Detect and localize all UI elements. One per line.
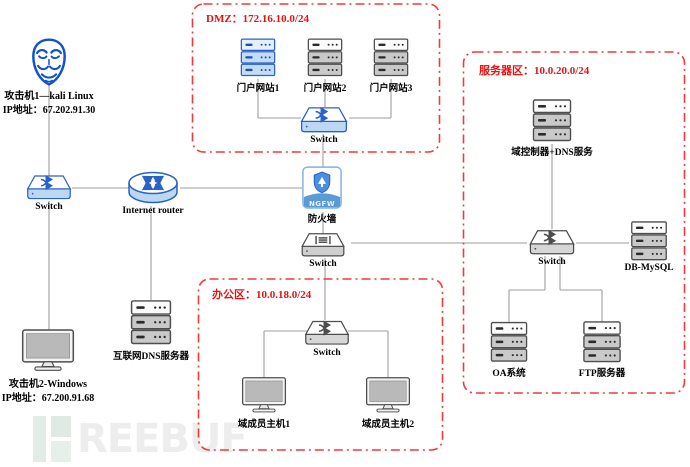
node-oa-system: OA系统 bbox=[490, 321, 528, 379]
node-switch-server-area: Switch bbox=[528, 229, 576, 267]
server-icon bbox=[373, 37, 409, 79]
server-icon bbox=[582, 321, 622, 364]
node-domain-host2: 域成员主机2 bbox=[362, 377, 414, 430]
switch-core-label: Switch bbox=[309, 259, 337, 269]
watermark-logo-squares bbox=[51, 416, 71, 462]
host2-label: 域成员主机2 bbox=[361, 420, 415, 430]
node-internet-dns-server: 互联网DNS服务器 bbox=[113, 299, 189, 362]
server-icon bbox=[532, 99, 572, 143]
connection-lines bbox=[48, 79, 629, 378]
attacker1-label: 攻击机1—kali Linux bbox=[4, 91, 94, 102]
ftp-label: FTP服务器 bbox=[578, 369, 626, 379]
portal1-label: 门户网站1 bbox=[236, 84, 280, 94]
switch-icon bbox=[299, 232, 347, 258]
ngfw-badge: NGFW bbox=[308, 200, 336, 208]
node-ftp-server: FTP服务器 bbox=[579, 321, 625, 379]
zone-server-border bbox=[462, 51, 686, 394]
watermark-logo-bar bbox=[33, 416, 46, 462]
node-internet-router: Internet router bbox=[122, 171, 184, 216]
freebuf-watermark: REEBUF bbox=[33, 416, 248, 462]
switch-left-label: Switch bbox=[35, 202, 63, 212]
db-mysql-label: DB-MySQL bbox=[624, 263, 674, 273]
server-icon bbox=[307, 37, 343, 79]
zone-dmz-label: DMZ：172.16.10.0/24 bbox=[206, 13, 309, 25]
node-switch-core: Switch bbox=[299, 232, 347, 269]
zone-server-label: 服务器区：10.0.20.0/24 bbox=[479, 65, 590, 77]
switch-icon bbox=[528, 229, 576, 256]
node-switch-dmz: Switch bbox=[299, 106, 349, 145]
oa-label: OA系统 bbox=[492, 369, 526, 379]
switch-office-label: Switch bbox=[313, 348, 341, 358]
anonymous-mask-icon bbox=[30, 38, 68, 86]
desktop-icon bbox=[241, 377, 287, 415]
server-icon bbox=[240, 37, 276, 79]
internet-dns-label: 互联网DNS服务器 bbox=[112, 352, 190, 362]
internet-router-label: Internet router bbox=[122, 206, 184, 216]
node-attacker2-windows: 攻击机2-Windows IP地址：67.200.91.68 bbox=[2, 329, 94, 404]
node-portal1: 门户网站1 bbox=[237, 37, 279, 94]
portal3-label: 门户网站3 bbox=[369, 84, 413, 94]
node-dc-dns-server: 域控制器+DNS服务 bbox=[511, 99, 593, 158]
switch-server-label: Switch bbox=[538, 257, 566, 267]
desktop-icon bbox=[365, 377, 411, 415]
firewall-label: 防火墙 bbox=[307, 215, 337, 225]
switch-dmz-label: Switch bbox=[310, 135, 338, 145]
server-icon bbox=[130, 299, 172, 347]
attacker1-ip: IP地址：67.202.91.30 bbox=[2, 105, 96, 116]
node-switch-office: Switch bbox=[304, 319, 350, 358]
switch-icon bbox=[26, 174, 72, 201]
dc-dns-label: 域控制器+DNS服务 bbox=[511, 148, 593, 158]
attacker2-label: 攻击机2-Windows bbox=[8, 379, 88, 390]
attacker2-ip: IP地址：67.200.91.68 bbox=[1, 393, 95, 404]
watermark-text: REEBUF bbox=[77, 416, 248, 462]
switch-icon bbox=[304, 319, 350, 347]
node-db-mysql: DB-MySQL bbox=[624, 221, 674, 273]
zone-office-border bbox=[197, 278, 444, 451]
zone-office-label: 办公区：10.0.18.0/24 bbox=[212, 289, 312, 301]
server-icon bbox=[490, 321, 528, 364]
host1-label: 域成员主机1 bbox=[237, 420, 291, 430]
node-switch-left: Switch bbox=[26, 174, 72, 212]
node-portal3: 门户网站3 bbox=[370, 37, 412, 94]
server-icon bbox=[629, 221, 669, 262]
node-attacker1-kali: 攻击机1—kali Linux IP地址：67.202.91.30 bbox=[3, 38, 95, 116]
router-icon bbox=[127, 171, 179, 205]
desktop-icon bbox=[21, 329, 75, 374]
zone-dmz-border bbox=[191, 3, 441, 153]
switch-icon bbox=[299, 106, 349, 134]
portal2-label: 门户网站2 bbox=[303, 84, 347, 94]
node-portal2: 门户网站2 bbox=[304, 37, 346, 94]
node-domain-host1: 域成员主机1 bbox=[238, 377, 290, 430]
node-firewall-ngfw: NGFW 防火墙 bbox=[302, 166, 342, 225]
